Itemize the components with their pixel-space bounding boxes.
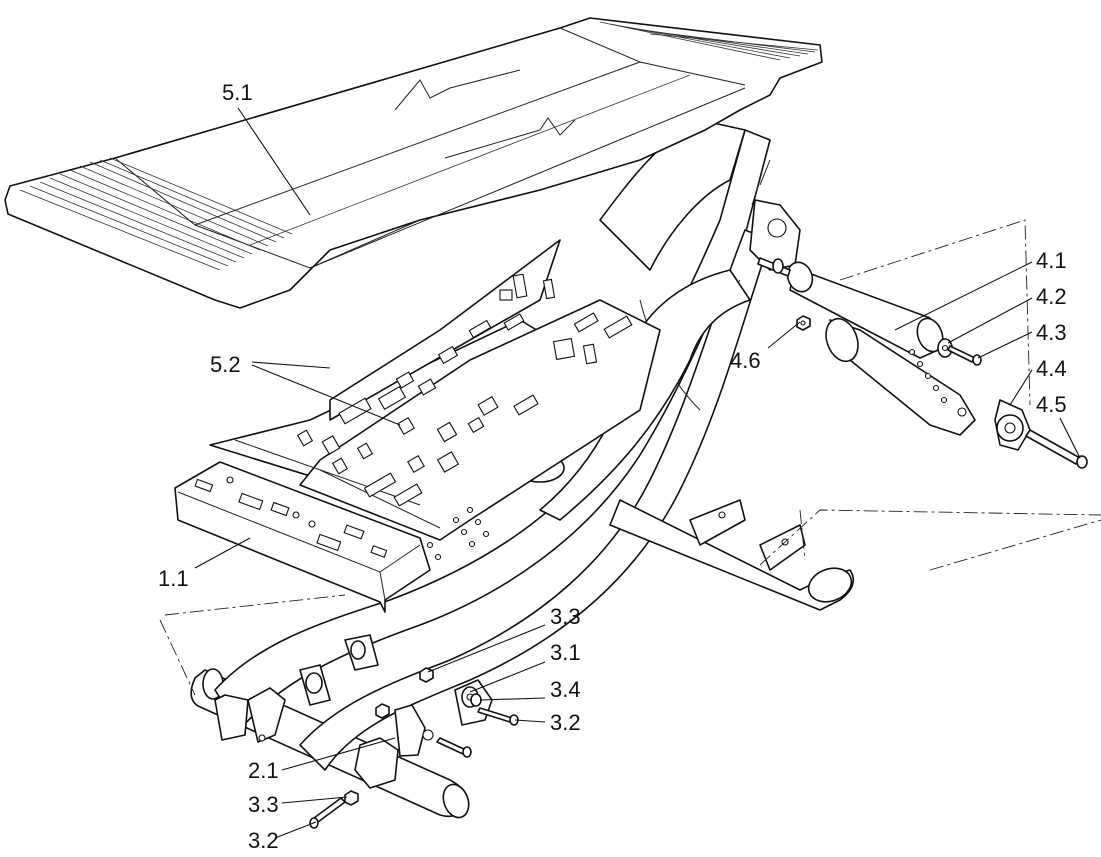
pivot-bolt	[757, 257, 791, 277]
callout-5-2: 5.2	[210, 352, 241, 377]
nut-3-3-lower	[344, 790, 359, 806]
callout-4-1: 4.1	[1036, 248, 1067, 273]
leader-4-3	[977, 331, 1033, 359]
cushion-ribs-front	[19, 157, 293, 271]
leader-5-2-a	[251, 361, 331, 369]
small-nut-left	[375, 703, 390, 719]
callout-4-5: 4.5	[1036, 392, 1067, 417]
tilt-hinge-block	[749, 159, 801, 271]
perforation-pattern	[296, 273, 633, 561]
callout-4-3: 4.3	[1036, 320, 1067, 345]
leader-3-1	[469, 661, 546, 693]
leader-4-1	[894, 261, 1033, 331]
bolt-3-2-upper	[477, 707, 519, 726]
callout-3-3-upper: 3.3	[550, 604, 581, 629]
leader-2-1	[281, 737, 396, 771]
leader-lines	[194, 107, 1081, 839]
leader-4-6	[767, 321, 801, 349]
clamp-2-1	[354, 704, 434, 789]
rear-mid-tube	[609, 499, 855, 611]
callout-3-4: 3.4	[550, 677, 581, 702]
assembly-lines	[159, 219, 1101, 696]
leader-5-1	[237, 107, 311, 216]
leader-4-4	[1009, 369, 1033, 406]
damper-4-4	[994, 399, 1031, 451]
rail-clamp-left	[214, 687, 286, 743]
washer-3-4	[470, 693, 482, 707]
callout-3-1: 3.1	[550, 640, 581, 665]
callout-3-2-upper: 3.2	[550, 710, 581, 735]
leader-1-1	[194, 537, 251, 569]
callout-3-3-lower: 3.3	[248, 792, 279, 817]
callout-4-2: 4.2	[1036, 284, 1067, 309]
foot-plates-5-2	[209, 239, 661, 561]
leader-4-5	[1059, 417, 1081, 459]
leader-3-3-b	[281, 796, 348, 804]
leader-3-3-a	[427, 624, 546, 673]
rail-clamp-mid	[299, 634, 379, 706]
leader-3-2-a	[514, 719, 546, 723]
cushion-ribs-rear	[599, 21, 819, 61]
nut-3-3-upper	[419, 667, 434, 683]
bolt-mid	[436, 737, 472, 758]
callout-3-2-lower: 3.2	[248, 828, 279, 853]
foot-plate-1-1	[174, 461, 431, 613]
leader-5-2-b	[251, 364, 401, 426]
screw-4-5	[1025, 429, 1088, 469]
washer-4-2	[937, 338, 953, 358]
screw-4-3	[947, 345, 982, 366]
leader-4-2	[947, 297, 1033, 344]
callout-5-1: 5.1	[222, 80, 253, 105]
callout-labels: 5.1 5.2 1.1 4.1 4.2 4.3 4.4 4.5 4.6 3.3 …	[158, 80, 1067, 853]
callout-4-6: 4.6	[730, 348, 761, 373]
callout-2-1: 2.1	[248, 758, 279, 783]
seat-cushion-5-1	[4, 17, 823, 309]
actuator-cylinder-4-1	[786, 261, 944, 359]
nut-4-6	[796, 315, 811, 331]
callout-4-4: 4.4	[1036, 356, 1067, 381]
callout-1-1: 1.1	[158, 566, 189, 591]
mount-bracket-4-6	[825, 317, 976, 436]
bolt-3-2-lower	[309, 797, 346, 829]
leader-3-2-b	[274, 821, 317, 839]
leader-3-4	[479, 697, 546, 701]
